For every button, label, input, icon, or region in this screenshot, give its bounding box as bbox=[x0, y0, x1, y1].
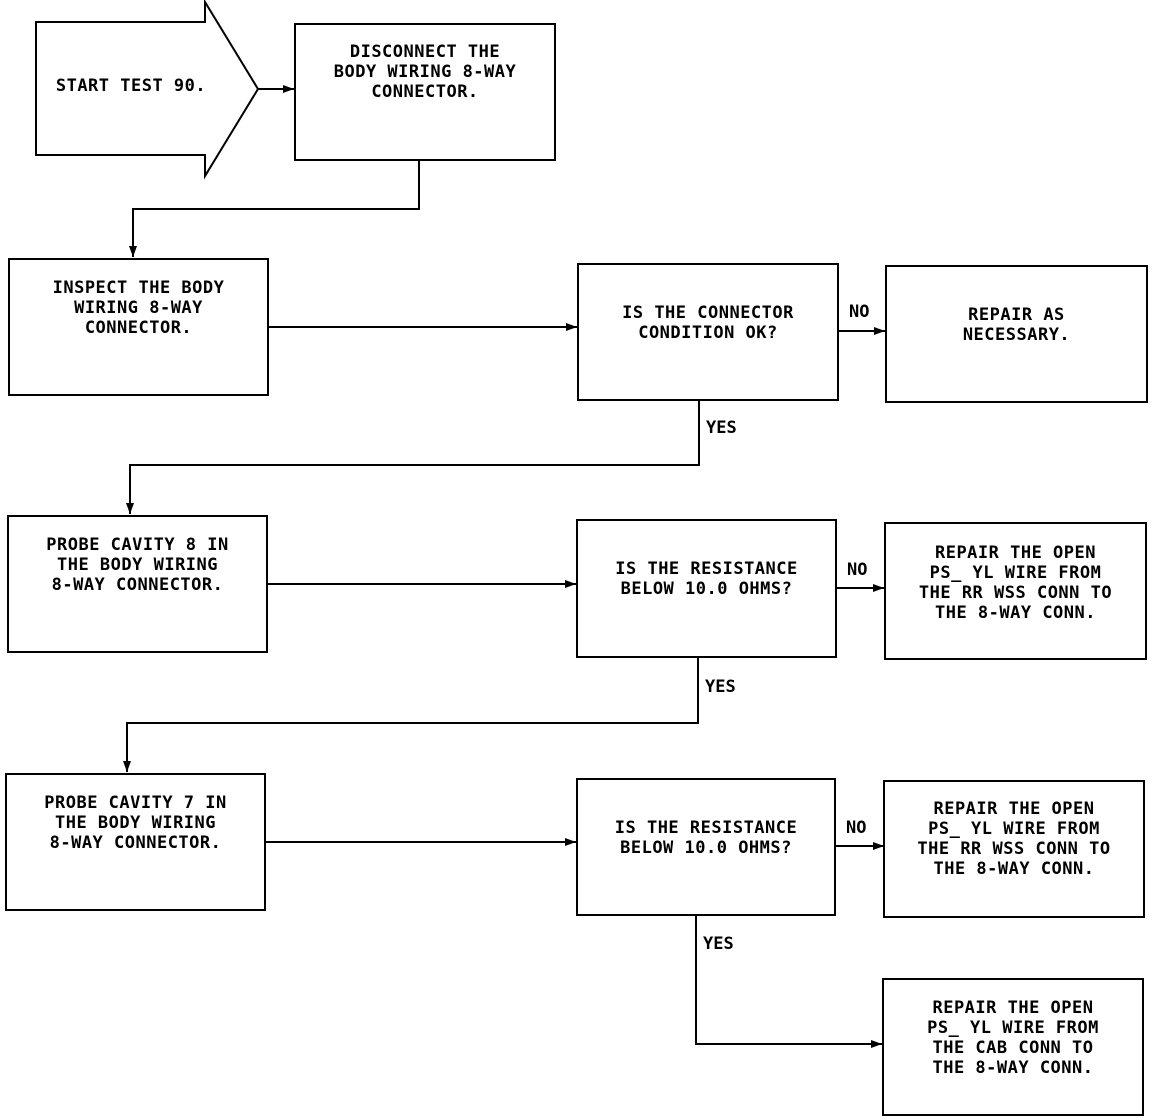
box-repair-open-3: REPAIR THE OPEN PS_ YL WIRE FROM THE CAB… bbox=[882, 978, 1144, 1116]
box-probe-cavity-7-text: PROBE CAVITY 7 IN THE BODY WIRING 8-WAY … bbox=[44, 793, 227, 853]
box-repair-open-1: REPAIR THE OPEN PS_ YL WIRE FROM THE RR … bbox=[884, 522, 1147, 660]
box-repair-open-1-text: REPAIR THE OPEN PS_ YL WIRE FROM THE RR … bbox=[918, 543, 1113, 623]
start-arrow-shape bbox=[35, 0, 260, 180]
box-inspect: INSPECT THE BODY WIRING 8-WAY CONNECTOR. bbox=[8, 258, 269, 396]
edge-question2-yes bbox=[123, 657, 699, 772]
box-disconnect-text: DISCONNECT THE BODY WIRING 8-WAY CONNECT… bbox=[333, 42, 517, 102]
box-probe-cavity-7: PROBE CAVITY 7 IN THE BODY WIRING 8-WAY … bbox=[5, 773, 266, 911]
label-yes-1: YES bbox=[706, 418, 737, 438]
label-no-2: NO bbox=[847, 560, 868, 580]
box-resistance-question-1-text: IS THE RESISTANCE BELOW 10.0 OHMS? bbox=[615, 559, 798, 599]
box-resistance-question-1: IS THE RESISTANCE BELOW 10.0 OHMS? bbox=[576, 519, 837, 658]
box-disconnect: DISCONNECT THE BODY WIRING 8-WAY CONNECT… bbox=[294, 23, 556, 161]
box-connector-question: IS THE CONNECTOR CONDITION OK? bbox=[577, 263, 839, 401]
box-probe-cavity-8: PROBE CAVITY 8 IN THE BODY WIRING 8-WAY … bbox=[7, 515, 268, 653]
box-probe-cavity-8-text: PROBE CAVITY 8 IN THE BODY WIRING 8-WAY … bbox=[46, 535, 229, 595]
box-connector-question-text: IS THE CONNECTOR CONDITION OK? bbox=[622, 303, 794, 343]
box-repair-open-2: REPAIR THE OPEN PS_ YL WIRE FROM THE RR … bbox=[883, 780, 1145, 918]
box-resistance-question-2: IS THE RESISTANCE BELOW 10.0 OHMS? bbox=[576, 778, 836, 916]
edge-question1-yes bbox=[126, 400, 700, 514]
label-no-3: NO bbox=[846, 818, 867, 838]
label-yes-3: YES bbox=[703, 934, 734, 954]
box-inspect-text: INSPECT THE BODY WIRING 8-WAY CONNECTOR. bbox=[52, 278, 225, 338]
label-no-1: NO bbox=[849, 302, 870, 322]
box-repair-necessary-text: REPAIR AS NECESSARY. bbox=[962, 305, 1071, 345]
box-repair-open-3-text: REPAIR THE OPEN PS_ YL WIRE FROM THE CAB… bbox=[927, 998, 1099, 1078]
box-resistance-question-2-text: IS THE RESISTANCE BELOW 10.0 OHMS? bbox=[614, 818, 798, 858]
box-repair-necessary: REPAIR AS NECESSARY. bbox=[885, 265, 1148, 403]
box-repair-open-2-text: REPAIR THE OPEN PS_ YL WIRE FROM THE RR … bbox=[917, 799, 1111, 879]
label-yes-2: YES bbox=[705, 677, 736, 697]
start-label: START TEST 90. bbox=[55, 76, 207, 96]
edge-disconnect-inspect bbox=[129, 160, 420, 257]
edge-question3-yes bbox=[695, 915, 882, 1048]
